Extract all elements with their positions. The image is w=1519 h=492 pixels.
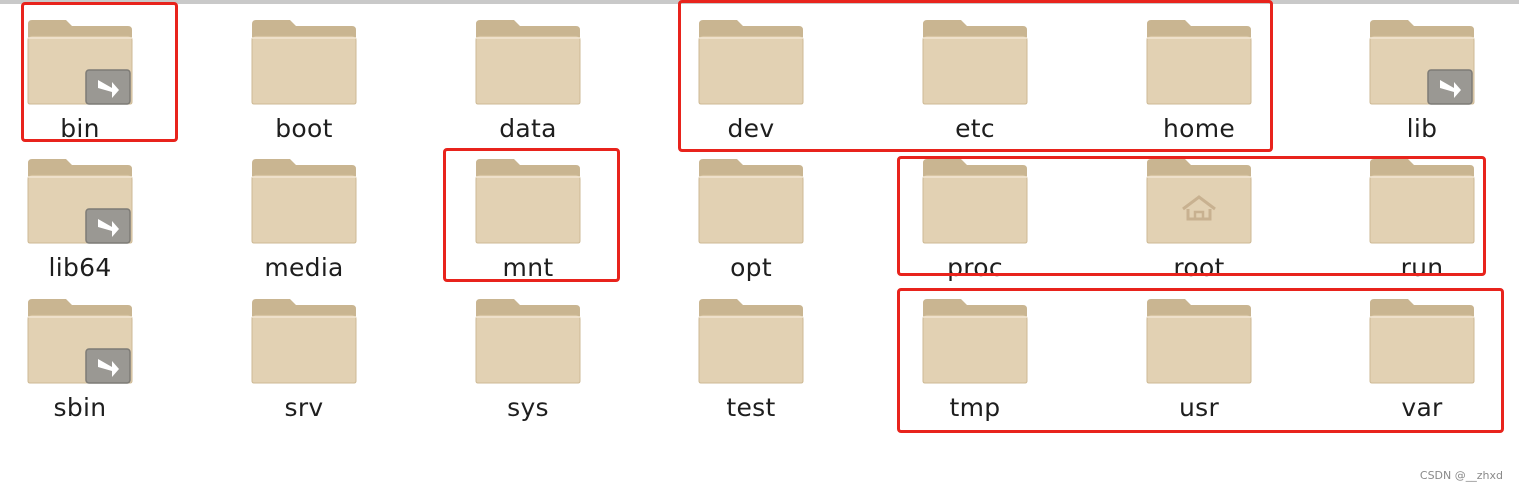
folder-test[interactable]: test: [671, 293, 831, 423]
folder-icon: [697, 18, 805, 106]
folder-label: opt: [730, 253, 772, 282]
watermark-text: CSDN @__zhxd: [1419, 469, 1503, 482]
folder-label: root: [1173, 253, 1225, 282]
folder-icon: [250, 157, 358, 245]
folder-root[interactable]: root: [1119, 153, 1279, 283]
folder-bin[interactable]: bin: [0, 14, 160, 144]
folder-label: sys: [507, 393, 549, 422]
folder-opt[interactable]: opt: [671, 153, 831, 283]
folder-data[interactable]: data: [448, 14, 608, 144]
symlink-folder-icon: [1368, 18, 1476, 106]
folder-icon: [921, 157, 1029, 245]
symlink-folder-icon: [26, 18, 134, 106]
folder-label: etc: [955, 114, 995, 143]
folder-label: data: [499, 114, 557, 143]
folder-icon: [250, 18, 358, 106]
folder-icon: [1368, 157, 1476, 245]
window-top-border: [0, 0, 1519, 4]
folder-lib[interactable]: lib: [1342, 14, 1502, 144]
folder-icon: [474, 297, 582, 385]
folder-icon: [921, 297, 1029, 385]
folder-label: proc: [947, 253, 1003, 282]
folder-run[interactable]: run: [1342, 153, 1502, 283]
folder-label: sbin: [53, 393, 107, 422]
folder-icon: [474, 18, 582, 106]
symlink-folder-icon: [26, 157, 134, 245]
folder-label: tmp: [949, 393, 1001, 422]
folder-usr[interactable]: usr: [1119, 293, 1279, 423]
folder-srv[interactable]: srv: [224, 293, 384, 423]
folder-label: boot: [275, 114, 333, 143]
folder-icon: [697, 157, 805, 245]
symlink-folder-icon: [26, 297, 134, 385]
folder-boot[interactable]: boot: [224, 14, 384, 144]
folder-label: lib64: [48, 253, 112, 282]
folder-icon: [697, 297, 805, 385]
folder-icon: [1368, 297, 1476, 385]
folder-sys[interactable]: sys: [448, 293, 608, 423]
folder-var[interactable]: var: [1342, 293, 1502, 423]
folder-media[interactable]: media: [224, 153, 384, 283]
folder-lib64[interactable]: lib64: [0, 153, 160, 283]
folder-tmp[interactable]: tmp: [895, 293, 1055, 423]
folder-icon: [1145, 18, 1253, 106]
folder-label: mnt: [502, 253, 554, 282]
folder-icon: [250, 297, 358, 385]
folder-label: bin: [60, 114, 100, 143]
folder-label: lib: [1406, 114, 1438, 143]
folder-mnt[interactable]: mnt: [448, 153, 608, 283]
folder-icon: [474, 157, 582, 245]
folder-dev[interactable]: dev: [671, 14, 831, 144]
folder-label: home: [1162, 114, 1236, 143]
home-folder-icon: [1145, 157, 1253, 245]
folder-home[interactable]: home: [1119, 14, 1279, 144]
folder-icon: [921, 18, 1029, 106]
folder-label: dev: [727, 114, 775, 143]
folder-label: media: [264, 253, 344, 282]
folder-icon: [1145, 297, 1253, 385]
folder-sbin[interactable]: sbin: [0, 293, 160, 423]
folder-label: test: [726, 393, 776, 422]
folder-label: run: [1400, 253, 1444, 282]
folder-label: srv: [284, 393, 324, 422]
folder-label: usr: [1178, 393, 1220, 422]
folder-label: var: [1401, 393, 1443, 422]
folder-etc[interactable]: etc: [895, 14, 1055, 144]
folder-proc[interactable]: proc: [895, 153, 1055, 283]
